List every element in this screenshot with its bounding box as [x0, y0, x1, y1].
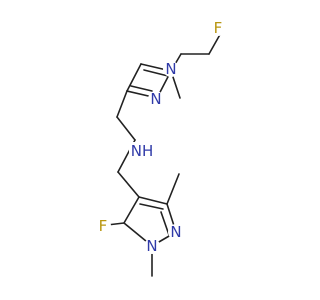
bond-c5-c4-upper-double	[143, 69, 169, 77]
bond-c4-c3-lower-double	[139, 203, 164, 210]
atom-fluorine-bottom: F	[99, 217, 108, 235]
atom-label-layer: F N N NH N N F	[95, 19, 226, 255]
bond-c3-methyl	[166, 173, 180, 205]
bond-ch2-c4-lower	[117, 171, 140, 198]
bond-c4-c5-lower	[123, 196, 140, 224]
atom-nitrogen-upper-1: N	[165, 60, 176, 78]
atom-nitrogen-upper-2: N	[150, 90, 161, 108]
atom-nitrogen-lower-2: N	[170, 223, 181, 241]
bond-c3-n2-lower-double	[160, 211, 170, 236]
bond-c3-n2-upper-double	[130, 85, 153, 92]
bond-c4-c3-lower	[138, 196, 168, 205]
atom-fluorine-top: F	[214, 19, 223, 37]
bond-c3-ch2-upper	[116, 90, 128, 118]
bond-layer	[106, 30, 223, 277]
bond-ch2-nh-upper	[116, 116, 136, 141]
molecule-structure: F N N NH N N F	[95, 19, 226, 277]
atom-nitrogen-lower-1: N	[146, 237, 157, 255]
bond-c4-c3-upper	[126, 63, 142, 92]
atom-amine-nh: NH	[131, 142, 154, 160]
